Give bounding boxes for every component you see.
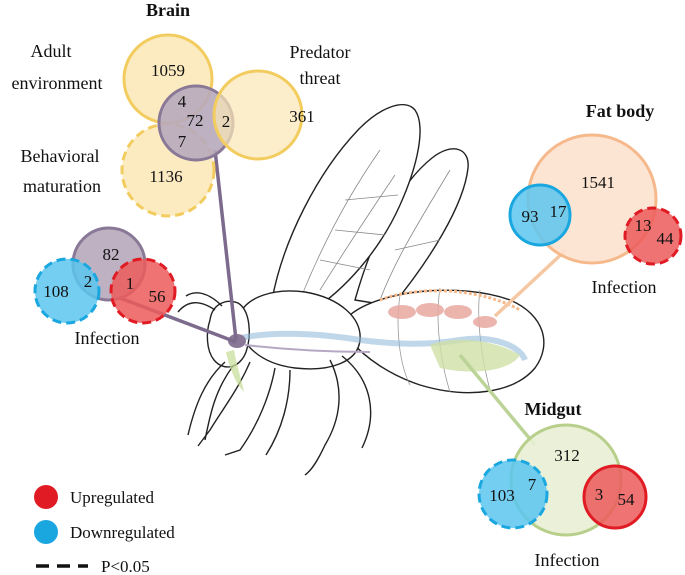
fat-body-down-only-count: 93 [522, 207, 539, 226]
bee-thorax [237, 290, 361, 370]
bee-hind-leg [304, 355, 372, 476]
brain-connector-line [213, 149, 238, 341]
fat-body-up-circle [623, 206, 683, 266]
fat-body-title: Fat body [586, 101, 655, 121]
predator-threat-circle [212, 69, 304, 161]
adult-environment-only-count: 1059 [151, 61, 185, 80]
brain-infection-up-overlap-count: 1 [126, 274, 135, 293]
legend-upregulated-swatch [34, 485, 58, 509]
predator-threat-only-count: 361 [289, 107, 315, 126]
legend-downregulated-label: Downregulated [70, 523, 175, 542]
brain-infection-up-only-count: 56 [149, 287, 166, 306]
bee-dorsal-vessel [379, 289, 521, 312]
brain-infection-up-circle [109, 257, 177, 325]
fat-body-connector-line [493, 248, 568, 318]
predator-threat-label-line2: threat [300, 68, 341, 88]
predator-center-overlap-count: 2 [222, 112, 231, 131]
bee-thorax-muscle [226, 350, 244, 392]
midgut-up-overlap-count: 3 [595, 485, 604, 504]
midgut-venn: Midgut 312 103 7 3 54 Infection [477, 399, 648, 570]
fat-body-infection-label: Infection [592, 277, 657, 297]
fat-body-up-overlap-count: 13 [635, 216, 652, 235]
fat-body-down-overlap-count: 17 [550, 202, 568, 221]
brain-venn: Brain Adult environment Predator threat … [12, 0, 351, 218]
midgut-down-overlap-count: 7 [528, 475, 537, 494]
brain-infection-down-only-count: 108 [43, 282, 69, 301]
bee-midgut-organ [430, 339, 520, 372]
midgut-down-circle [477, 458, 549, 530]
fat-body-main-count: 1541 [581, 173, 615, 192]
bee-far-leg [197, 361, 251, 447]
midgut-main-count: 312 [554, 446, 580, 465]
bee-front-leg [187, 361, 234, 441]
behavioral-maturation-label-line2: maturation [23, 176, 101, 196]
midgut-title: Midgut [524, 399, 581, 419]
adult-center-overlap-count: 4 [178, 92, 187, 111]
behavioral-center-overlap-count: 7 [178, 132, 187, 151]
brain-infection-down-overlap-count: 2 [84, 272, 93, 291]
midgut-up-only-count: 54 [618, 490, 636, 509]
bee-brain-organ [228, 334, 246, 348]
brain-title: Brain [146, 0, 190, 20]
brain-infection-venn: 82 108 2 1 56 Infection [33, 226, 177, 348]
bee-gut-organ [239, 330, 528, 362]
midgut-down-only-count: 103 [489, 486, 515, 505]
midgut-infection-label: Infection [535, 550, 600, 570]
fat-body-venn: Fat body 1541 93 17 13 44 Infection [508, 101, 683, 297]
brain-infection-label: Infection [75, 328, 140, 348]
bee-head [206, 300, 250, 368]
brain-center-overlap-count: 72 [187, 111, 204, 130]
brain-infection-main-count: 82 [103, 245, 120, 264]
fat-body-down-circle [508, 183, 572, 247]
honeybee-illustration [177, 104, 545, 476]
legend-upregulated-label: Upregulated [70, 488, 155, 507]
bee-fore-wing [271, 104, 421, 313]
bee-wing-veins [299, 149, 451, 301]
adult-environment-label-line1: Adult [30, 41, 71, 61]
fat-body-up-only-count: 44 [657, 229, 675, 248]
legend-significance-label: P<0.05 [101, 557, 150, 575]
bee-fat-body-glands [388, 303, 497, 328]
bee-antenna [177, 292, 223, 313]
adult-environment-label-line2: environment [12, 73, 103, 93]
legend: Upregulated Downregulated P<0.05 [34, 485, 175, 575]
midgut-connector-line [458, 353, 537, 447]
bee-nerve-cord [244, 344, 371, 353]
behavioral-maturation-only-count: 1136 [149, 167, 182, 186]
predator-threat-label-line1: Predator [290, 42, 351, 62]
behavioral-maturation-label-line1: Behavioral [21, 146, 100, 166]
midgut-up-circle [582, 464, 648, 530]
brain-infection-down-circle [33, 257, 101, 325]
legend-downregulated-swatch [34, 520, 58, 544]
bee-middle-leg [224, 367, 291, 456]
